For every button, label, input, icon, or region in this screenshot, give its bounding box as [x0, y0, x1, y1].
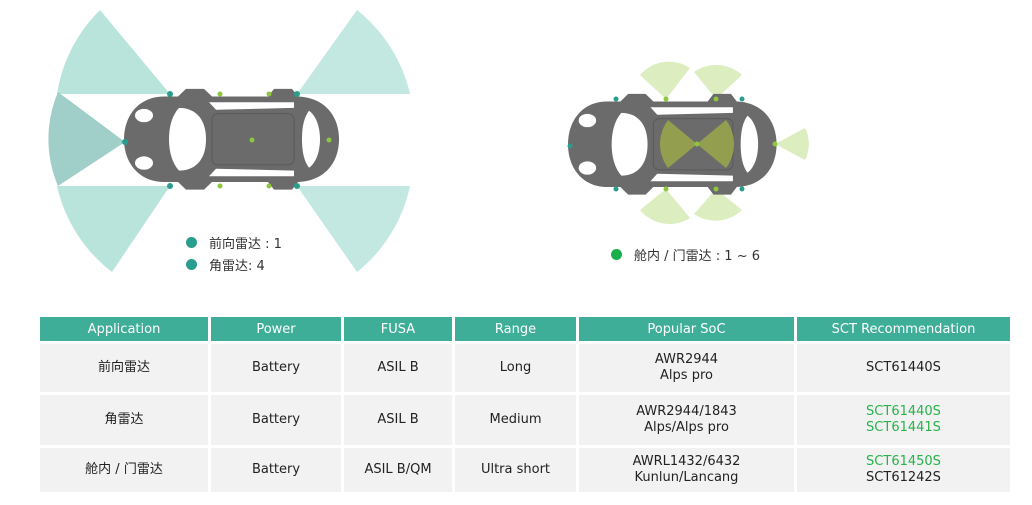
- cell-soc: AWRL1432/6432 Kunlun/Lancang: [579, 448, 794, 492]
- cell-soc: AWR2944 Alps pro: [579, 344, 794, 392]
- sensor-dot-corner-fr: [167, 183, 173, 189]
- header-fusa: FUSA: [344, 317, 452, 341]
- radar-placement-diagrams: [48, 10, 809, 272]
- header-popular-soc: Popular SoC: [579, 317, 794, 341]
- cell-sct: SCT61440S SCT61441S: [797, 395, 1010, 445]
- cell-application: 舱内 / 门雷达: [40, 448, 208, 492]
- soc-line-1: AWRL1432/6432: [632, 454, 741, 469]
- cell-power: Battery: [211, 448, 341, 492]
- soc-line-2: Alps/Alps pro: [644, 420, 729, 435]
- sensor-dot-door-1: [217, 91, 223, 97]
- fov-rear-right: [297, 186, 410, 272]
- legend-cabin-door-radar-label: 舱内 / 门雷达 : 1 ~ 6: [634, 249, 760, 264]
- cell-range: Long: [455, 344, 576, 392]
- sct-line-2: SCT61441S: [866, 420, 941, 435]
- cell-fusa: ASIL B: [344, 395, 452, 445]
- table-row: 舱内 / 门雷达 Battery ASIL B/QM Ultra short A…: [40, 448, 1010, 492]
- header-power: Power: [211, 317, 341, 341]
- sct-recommendation-table: Application Power FUSA Range Popular SoC…: [37, 314, 1013, 495]
- front-corner-radar-diagram: [48, 10, 410, 272]
- header-sct-recommendation: SCT Recommendation: [797, 317, 1010, 341]
- cell-power: Battery: [211, 344, 341, 392]
- sensor-dot-corner-rl: [294, 91, 300, 97]
- legend-dot-icon: [186, 237, 197, 248]
- header-range: Range: [455, 317, 576, 341]
- table-header-row: Application Power FUSA Range Popular SoC…: [40, 317, 1010, 341]
- soc-line-1: AWR2944: [654, 352, 719, 367]
- table-row: 前向雷达 Battery ASIL B Long AWR2944 Alps pr…: [40, 344, 1010, 392]
- cell-sct: SCT61440S: [797, 344, 1010, 392]
- sensor-dot-door-3: [217, 183, 223, 189]
- sensor-dot-front: [122, 139, 128, 145]
- cabin-door-radar-diagram: [567, 61, 809, 225]
- cell-range: Medium: [455, 395, 576, 445]
- sensor-dot-door-2: [266, 91, 272, 97]
- sct-line-1: SCT61450S: [866, 454, 941, 469]
- legend-cabin-door-radar: 舱内 / 门雷达 : 1 ~ 6: [611, 245, 760, 264]
- cell-soc: AWR2944/1843 Alps/Alps pro: [579, 395, 794, 445]
- cell-power: Battery: [211, 395, 341, 445]
- legend-front-radar-label: 前向雷达 : 1: [209, 237, 282, 252]
- sensor-dot-corner-rr: [294, 183, 300, 189]
- sensor-dot-corner-fl: [167, 91, 173, 97]
- legend-corner-radar: 角雷达: 4: [186, 255, 265, 274]
- fov-front-right: [57, 186, 170, 272]
- fov-front-left: [57, 10, 170, 94]
- cell-sct: SCT61450S SCT61242S: [797, 448, 1010, 492]
- legend-dot-icon: [611, 249, 622, 260]
- sct-line-1: SCT61440S: [866, 360, 941, 375]
- cell-range: Ultra short: [455, 448, 576, 492]
- sct-line-1: SCT61440S: [866, 404, 941, 419]
- legend-dot-icon: [186, 259, 197, 270]
- sct-line-2: SCT61242S: [866, 470, 941, 485]
- soc-line-1: AWR2944/1843: [636, 404, 737, 419]
- header-application: Application: [40, 317, 208, 341]
- cell-fusa: ASIL B: [344, 344, 452, 392]
- legend-front-radar: 前向雷达 : 1: [186, 233, 282, 252]
- table-row: 角雷达 Battery ASIL B Medium AWR2944/1843 A…: [40, 395, 1010, 445]
- soc-line-2: Alps pro: [660, 368, 713, 383]
- sensor-dot-rear: [326, 137, 332, 143]
- sensor-dot-door-4: [266, 183, 272, 189]
- sensor-dot-cabin: [249, 137, 255, 143]
- cell-fusa: ASIL B/QM: [344, 448, 452, 492]
- soc-line-2: Kunlun/Lancang: [634, 470, 739, 485]
- legend-corner-radar-label: 角雷达: 4: [209, 259, 265, 274]
- cell-application: 角雷达: [40, 395, 208, 445]
- fov-rear-left: [297, 10, 410, 94]
- cell-application: 前向雷达: [40, 344, 208, 392]
- fov-front-long-range: [48, 92, 125, 186]
